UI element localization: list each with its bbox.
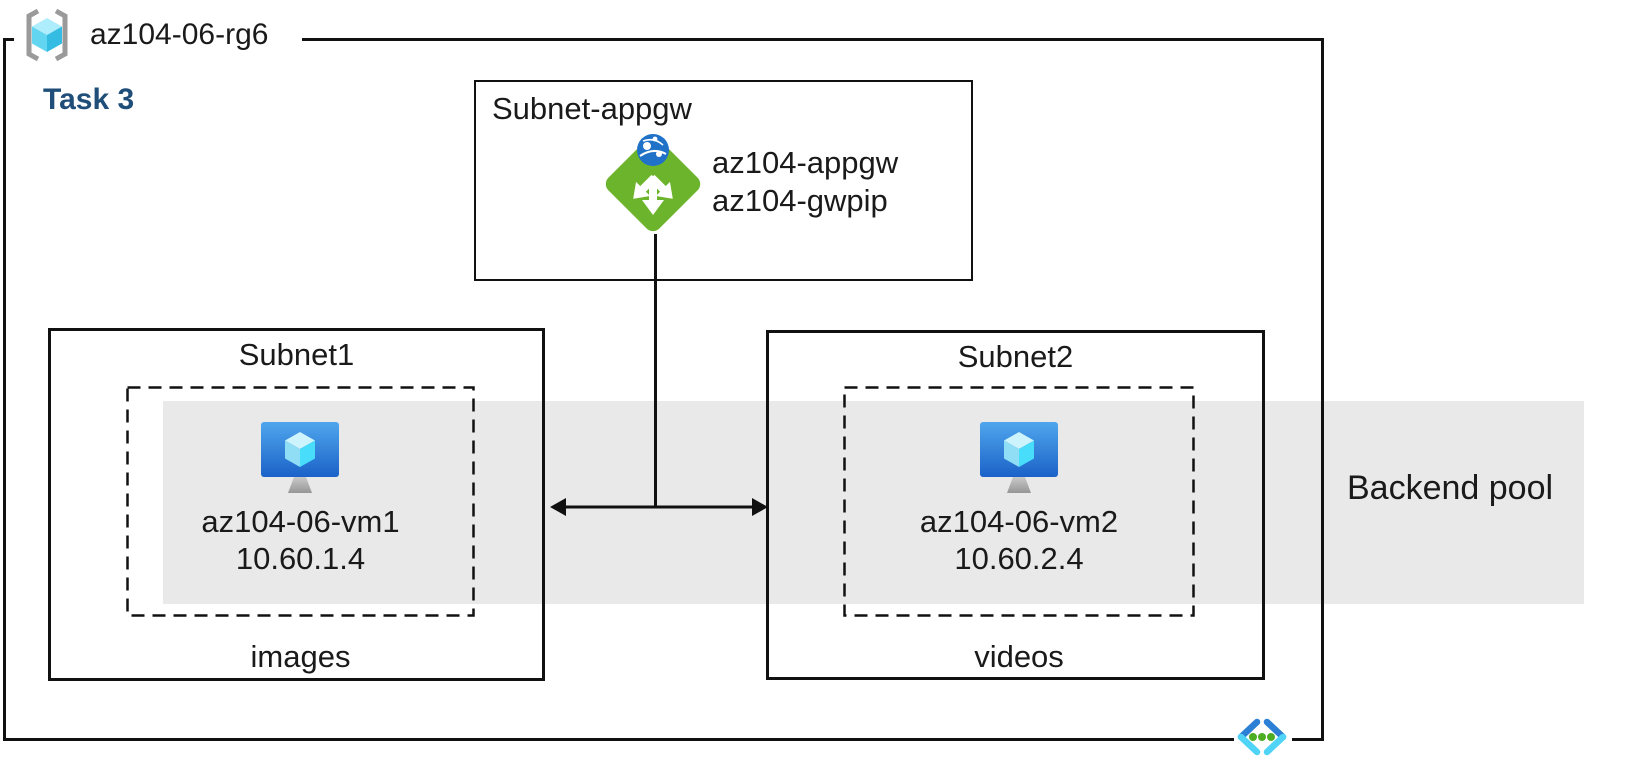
task-label: Task 3 xyxy=(43,83,135,116)
virtual-machine-icon xyxy=(260,422,340,498)
subnet1-dashed-box xyxy=(126,386,475,617)
vm1-ip-label: 10.60.1.4 xyxy=(235,541,366,576)
appgw-connector-line xyxy=(654,234,657,507)
virtual-machine-icon xyxy=(979,422,1059,498)
appgw-name-label: az104-appgw xyxy=(712,145,899,180)
appgw-pip-label: az104-gwpip xyxy=(712,183,888,218)
backend-pool-band xyxy=(163,401,1584,604)
subnet2-box xyxy=(766,330,1265,680)
subnet1-share-label: images xyxy=(250,639,351,674)
resource-group-icon xyxy=(18,7,76,65)
vm2-ip-label: 10.60.2.4 xyxy=(954,541,1084,576)
resource-group-box xyxy=(3,38,1324,741)
vm1-name-label: az104-06-vm1 xyxy=(201,504,400,539)
backend-pool-label: Backend pool xyxy=(1347,469,1554,507)
double-arrow xyxy=(549,494,769,520)
subnet-appgw-title: Subnet-appgw xyxy=(492,91,692,126)
subnet2-dashed-box xyxy=(843,386,1195,617)
vm2-name-label: az104-06-vm2 xyxy=(919,504,1119,539)
subnet-appgw-box xyxy=(474,80,973,281)
subnet1-box xyxy=(48,328,545,681)
subnet1-title: Subnet1 xyxy=(238,337,355,372)
virtual-network-icon xyxy=(1236,718,1288,756)
subnet2-share-label: videos xyxy=(974,639,1064,674)
rg-border-gap xyxy=(14,34,302,45)
application-gateway-icon xyxy=(597,126,709,240)
subnet2-title: Subnet2 xyxy=(957,339,1074,374)
resource-group-title: az104-06-rg6 xyxy=(90,18,269,51)
